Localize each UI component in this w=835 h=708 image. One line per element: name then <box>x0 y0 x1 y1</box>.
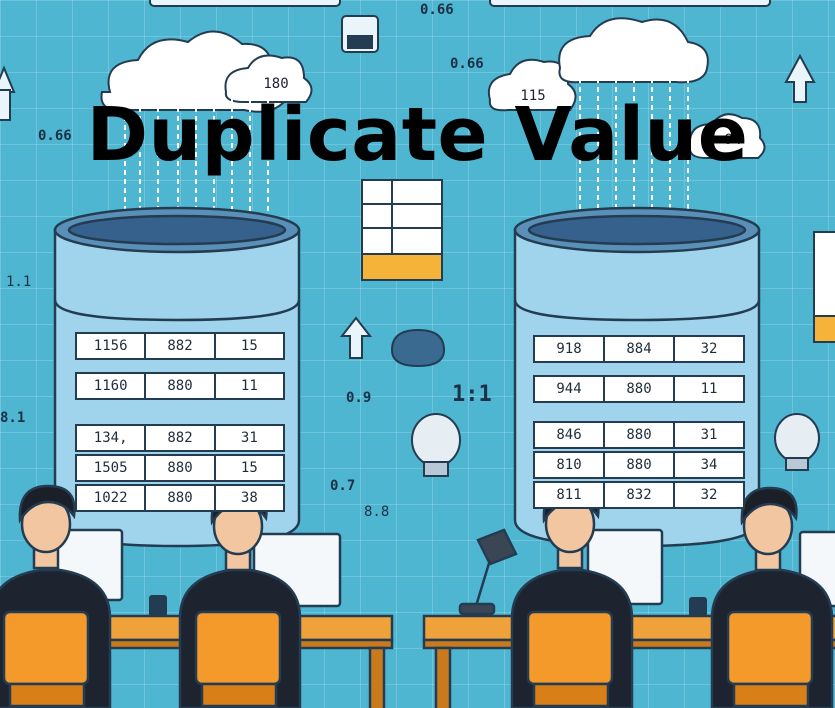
cloud-far-right <box>688 113 766 159</box>
table-cell: 15 <box>240 460 258 476</box>
floating-number: 0.66 <box>420 2 454 18</box>
table-row: 918 884 32 <box>533 335 745 363</box>
table-cell: 31 <box>700 427 718 443</box>
arrow-up-icon-right <box>784 53 816 103</box>
top-panel-left <box>149 0 341 7</box>
table-cell: 880 <box>146 374 216 398</box>
floating-number: 0.7 <box>330 478 356 494</box>
table-cell: 918 <box>535 337 605 361</box>
table-cell: 880 <box>605 423 675 447</box>
floating-number: 0.66 <box>450 56 484 72</box>
cloud-label-2: 115 <box>520 88 546 104</box>
table-row: 810 880 34 <box>533 451 745 479</box>
table-cell: 846 <box>535 423 605 447</box>
chair-4 <box>726 610 814 708</box>
table-cell: 880 <box>605 377 675 401</box>
arrow-up-icon-edge <box>0 65 16 93</box>
table-cell: 1022 <box>77 486 147 510</box>
floating-number: 8.1 <box>0 410 26 426</box>
floating-number: 0.9 <box>346 390 372 406</box>
robot-icon-edge <box>0 89 11 121</box>
bulb-icon-mid <box>390 328 446 368</box>
table-cell: 810 <box>535 453 605 477</box>
table-cell: 32 <box>700 341 718 357</box>
mug-left <box>149 595 167 617</box>
desk-lamp <box>458 528 518 616</box>
table-cell: 31 <box>240 430 258 446</box>
lightbulb-icon-top <box>341 15 379 53</box>
floating-number: 8.8 <box>364 504 390 520</box>
table-cell: 882 <box>146 334 216 358</box>
floating-number: 1.1 <box>6 274 32 290</box>
table-cell: 880 <box>146 486 216 510</box>
cloud-label-3: 94 <box>724 132 742 148</box>
table-cell: 832 <box>605 483 675 507</box>
table-cell: 34 <box>700 457 718 473</box>
cloud-label-1: 180 <box>263 76 289 92</box>
table-row: 944 880 11 <box>533 375 745 403</box>
cloud-mid-left <box>224 54 313 103</box>
table-cell: 11 <box>240 378 258 394</box>
table-row: 1022 880 38 <box>75 484 285 512</box>
chair-3 <box>526 610 614 708</box>
page-title: Duplicate Value <box>86 92 749 178</box>
table-row: 1160 880 11 <box>75 372 285 400</box>
table-cell: 811 <box>535 483 605 507</box>
table-row: 1156 882 15 <box>75 332 285 360</box>
table-cell: 134, <box>77 426 147 450</box>
table-row: 1505 880 15 <box>75 454 285 482</box>
lightbulb-icon-right <box>774 413 820 471</box>
chair-1 <box>2 610 90 708</box>
table-cell: 882 <box>146 426 216 450</box>
table-cell: 38 <box>240 490 258 506</box>
mug-right <box>689 597 707 617</box>
table-cell: 1160 <box>77 374 147 398</box>
top-panel-right <box>489 0 771 7</box>
table-row: 846 880 31 <box>533 421 745 449</box>
floating-number: 1:1 <box>452 382 492 407</box>
floating-number: 0.66 <box>38 128 72 144</box>
table-cell: 944 <box>535 377 605 401</box>
table-cell: 880 <box>146 456 216 480</box>
cloud-right <box>558 17 709 84</box>
middle-spreadsheet <box>361 179 443 281</box>
table-row: 134, 882 31 <box>75 424 285 452</box>
chair-2 <box>194 610 282 708</box>
arrow-up-icon-left <box>339 316 373 359</box>
table-cell: 1505 <box>77 456 147 480</box>
table-cell: 15 <box>240 338 258 354</box>
table-cell: 32 <box>700 487 718 503</box>
table-cell: 1156 <box>77 334 147 358</box>
table-cell: 880 <box>605 453 675 477</box>
table-row: 811 832 32 <box>533 481 745 509</box>
right-edge-sheet <box>813 231 835 343</box>
table-cell: 884 <box>605 337 675 361</box>
data-rain-right <box>579 78 689 238</box>
lightbulb-icon-left <box>411 413 461 477</box>
table-cell: 11 <box>700 381 718 397</box>
